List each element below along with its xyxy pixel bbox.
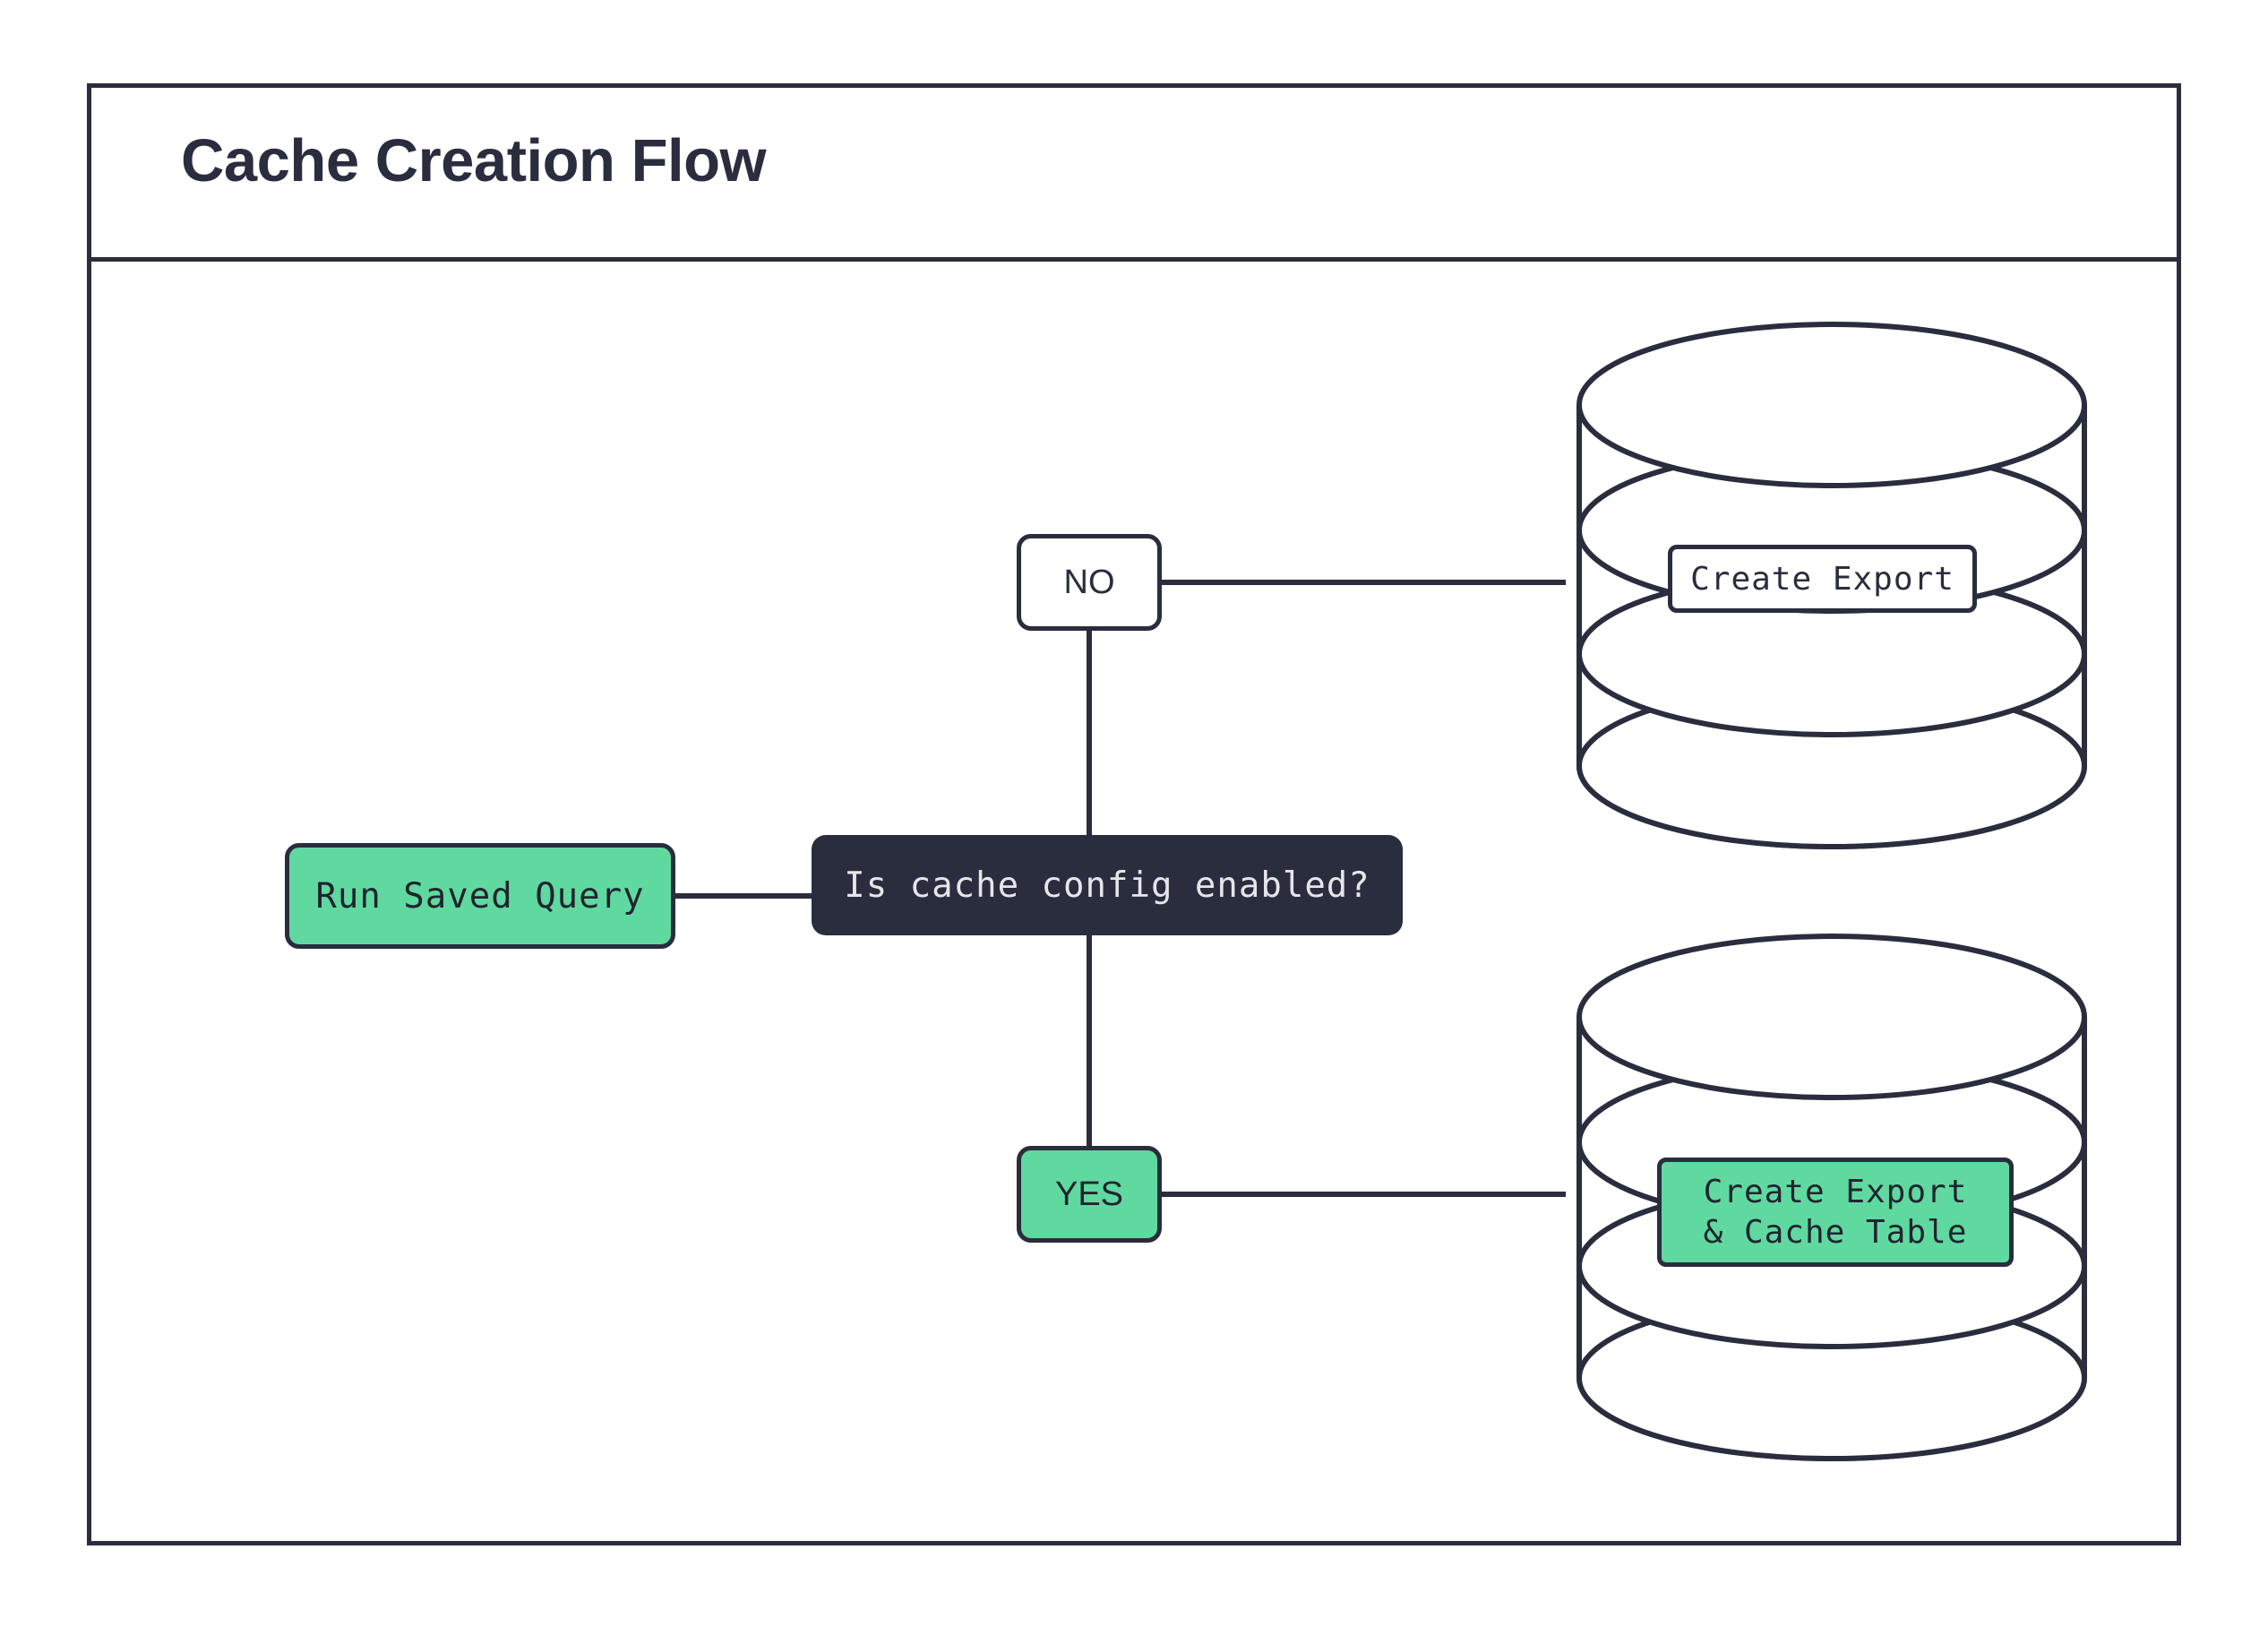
database-bottom-label-line-1: Create Export: [1703, 1174, 1968, 1210]
node-database-bottom-label-create-export-cache-table[interactable]: Create Export & Cache Table: [1657, 1158, 2014, 1267]
page-title: Cache Creation Flow: [181, 127, 767, 194]
node-branch-yes[interactable]: YES: [1017, 1146, 1162, 1243]
diagram-header: Cache Creation Flow: [87, 83, 2181, 262]
node-database-top-label-create-export[interactable]: Create Export: [1668, 545, 1977, 613]
diagram-frame: [87, 83, 2181, 1545]
node-decision-is-cache-config-enabled[interactable]: Is cache config enabled?: [812, 835, 1403, 935]
database-bottom-label-line-2: & Cache Table: [1703, 1214, 1968, 1251]
node-run-saved-query[interactable]: Run Saved Query: [285, 843, 675, 949]
node-branch-no[interactable]: NO: [1017, 534, 1162, 631]
